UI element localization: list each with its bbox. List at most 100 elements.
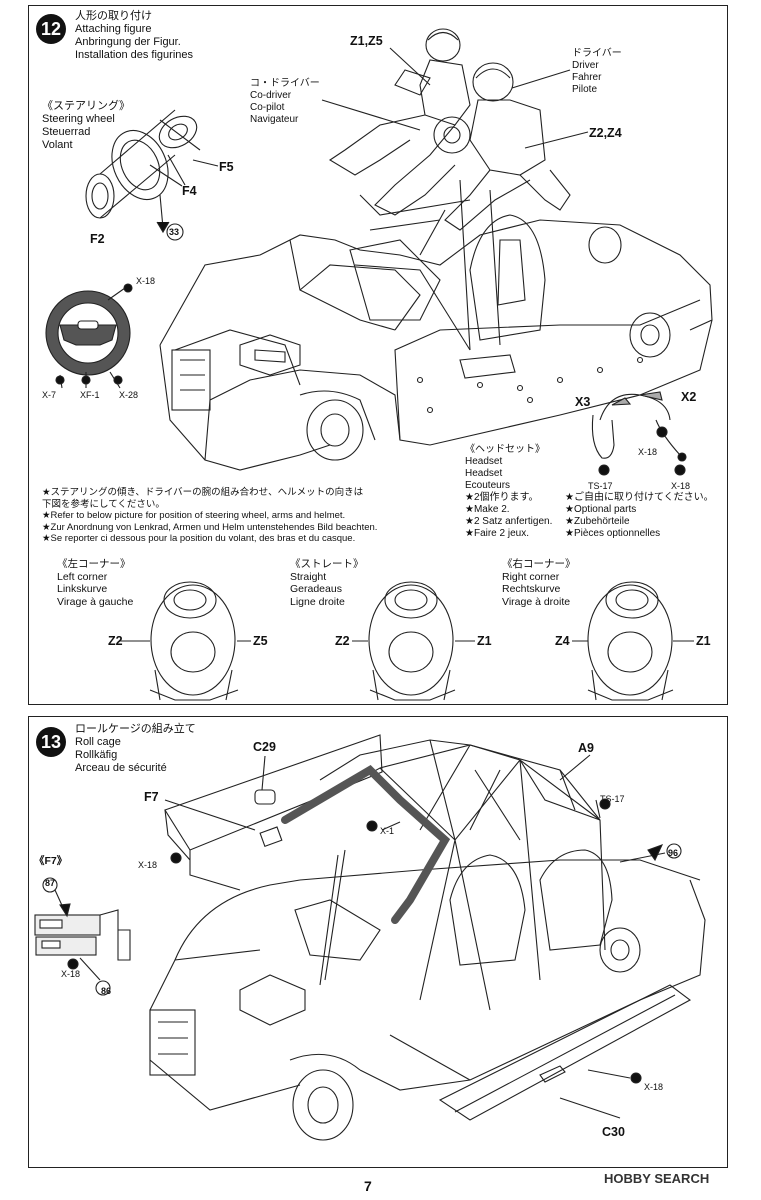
corner-left-jp: 《左コーナー》: [57, 558, 131, 570]
step13-number-badge: 13: [36, 727, 66, 757]
corner-right-jp: 《右コーナー》: [502, 558, 576, 570]
driver-top-views-drawing: [120, 581, 694, 701]
label-ts17-headset: TS-17: [588, 481, 613, 491]
note-fr: ★Se reporter ci dessous pour la position…: [42, 533, 356, 545]
headset-caption: 《ヘッドセット》 Headset Headset Ecouteurs: [465, 444, 545, 492]
driver-de: Fahrer: [572, 72, 602, 83]
note-de: ★Zur Anordnung von Lenkrad, Armen und He…: [42, 521, 378, 533]
headset-de: Headset: [465, 468, 503, 479]
headset-en: Headset: [465, 456, 503, 467]
step13-title-en: Roll cage: [75, 736, 121, 748]
reference-note: ★ステアリングの傾き、ドライバーの腕の組み合わせ、ヘルメットの向きは 下図を参考…: [42, 487, 377, 545]
label-f7: F7: [144, 790, 159, 804]
corner-left-en: Left corner: [57, 570, 108, 583]
steering-wheel-painted-drawing: [45, 283, 133, 389]
driver-jp: ドライバー: [572, 48, 622, 59]
codriver-de: Co-pilot: [250, 102, 285, 113]
f7-radio-detail-drawing: [34, 877, 131, 996]
corner-left-label-a: Z2: [108, 634, 123, 648]
steering-wheel-exploded-drawing: [85, 109, 219, 241]
label-x7: X-7: [42, 390, 57, 400]
topview-straight: [352, 581, 475, 701]
label-part-87: 87: [45, 878, 56, 888]
label-part-33: 33: [169, 227, 180, 237]
label-part-86: 86: [101, 986, 112, 996]
label-x3: X3: [575, 395, 591, 409]
optional-fr: ★Pièces optionnelles: [565, 528, 661, 539]
steering-de: Steuerrad: [42, 126, 91, 138]
driver-fr: Pilote: [572, 84, 598, 95]
label-x18-headset-2: X-18: [671, 481, 691, 491]
label-f7-subheading: 《F7》: [34, 855, 68, 867]
topview-right-corner: [572, 581, 694, 701]
label-a9: A9: [578, 741, 594, 755]
step12-title-fr: Installation des figurines: [75, 49, 194, 61]
label-z2z4: Z2,Z4: [589, 126, 622, 140]
step12-number-badge: 12: [36, 14, 66, 44]
step13-chassis-drawing: [149, 734, 706, 1141]
label-x18-cage-b: X-18: [61, 969, 81, 979]
steering-fr: Volant: [42, 139, 73, 151]
corner-left-label-b: Z5: [253, 634, 268, 648]
step12-title-de: Anbringung der Figur.: [75, 36, 181, 48]
codriver-en: Co-driver: [250, 90, 292, 101]
driver-en: Driver: [572, 60, 599, 71]
label-f5: F5: [219, 160, 234, 174]
corner-right-de: Rechtskurve: [502, 583, 561, 595]
label-x18-cage-a: X-18: [138, 860, 158, 870]
corner-right-label-b: Z1: [696, 634, 711, 648]
corner-right-caption: 《右コーナー》 Right corner Rechtskurve Virage …: [502, 558, 576, 608]
headset-fr: Ecouteurs: [465, 480, 511, 491]
label-x1: X-1: [380, 826, 395, 836]
headset-drawing: [591, 391, 687, 476]
make2-fr: ★Faire 2 jeux.: [465, 528, 529, 539]
optional-de: ★Zubehörteile: [565, 516, 630, 527]
corner-straight-fr: Ligne droite: [290, 595, 345, 608]
watermark-text: HOBBY SEARCH: [604, 1171, 710, 1186]
make2-jp: ★2個作ります。: [465, 492, 539, 503]
step13-title-block: ロールケージの組み立て Roll cage Rollkäfig Arceau d…: [75, 723, 196, 775]
note-en: ★Refer to below picture for position of …: [42, 510, 346, 522]
corner-left-fr: Virage à gauche: [57, 595, 134, 608]
step13-title-fr: Arceau de sécurité: [75, 762, 167, 774]
step13-panel: [28, 716, 728, 1168]
label-x18-cage-c: X-18: [644, 1082, 664, 1092]
note-jp-2: 下図を参考にしてください。: [42, 498, 165, 510]
corner-straight-en: Straight: [290, 570, 327, 583]
step13-title-jp: ロールケージの組み立て: [75, 723, 196, 735]
driver-caption: ドライバー Driver Fahrer Pilote: [572, 48, 622, 96]
label-f4: F4: [182, 184, 197, 198]
label-xf1: XF-1: [80, 390, 100, 400]
note-jp-1: ★ステアリングの傾き、ドライバーの腕の組み合わせ、ヘルメットの向きは: [42, 487, 364, 498]
step12-title-jp: 人形の取り付け: [75, 10, 152, 22]
topview-left-corner: [120, 581, 251, 701]
label-part-96: 96: [668, 848, 679, 858]
corner-straight-jp: 《ストレート》: [290, 558, 364, 570]
steering-jp: 《ステアリング》: [42, 100, 130, 112]
corner-left-caption: 《左コーナー》 Left corner Linkskurve Virage à …: [57, 558, 133, 608]
corner-straight-caption: 《ストレート》 Straight Geradeaus Ligne droite: [290, 558, 364, 608]
label-c29: C29: [253, 740, 276, 754]
label-c30: C30: [602, 1125, 625, 1139]
label-f2: F2: [90, 232, 105, 246]
corner-right-fr: Virage à droite: [502, 595, 571, 608]
step12-title-block: 人形の取り付け Attaching figure Anbringung der …: [75, 10, 193, 62]
label-x18-headset: X-18: [638, 447, 658, 457]
page-number: 7: [364, 1178, 372, 1194]
optional-note: ★ご自由に取り付けてください。 ★Optional parts ★Zubehör…: [565, 492, 714, 540]
label-ts17-cage: TS-17: [600, 794, 625, 804]
make2-de: ★2 Satz anfertigen.: [465, 516, 553, 527]
optional-en: ★Optional parts: [565, 504, 637, 515]
make2-en: ★Make 2.: [465, 504, 510, 515]
corner-straight-label-b: Z1: [477, 634, 492, 648]
label-z1z5: Z1,Z5: [350, 34, 383, 48]
label-x18-wheel: X-18: [136, 276, 156, 286]
make2-note: ★2個作ります。 ★Make 2. ★2 Satz anfertigen. ★F…: [465, 492, 552, 540]
corner-straight-label-a: Z2: [335, 634, 350, 648]
corner-right-label-a: Z4: [555, 634, 570, 648]
optional-jp: ★ご自由に取り付けてください。: [565, 492, 714, 503]
step12-chassis-drawing: [159, 179, 713, 471]
codriver-fr: Navigateur: [250, 114, 299, 125]
step12-title-en: Attaching figure: [75, 23, 152, 35]
